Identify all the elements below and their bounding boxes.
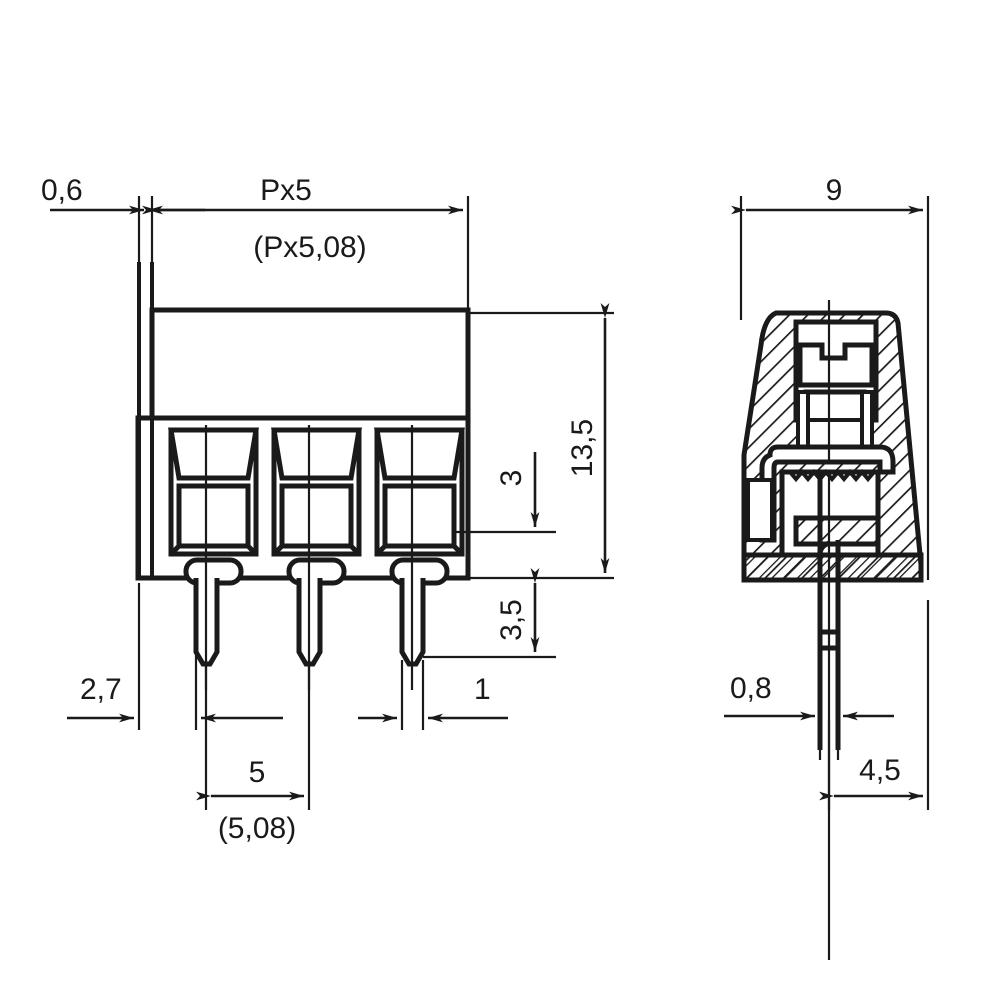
dim-label-0-6: 0,6 [41, 174, 83, 207]
pole-chamfer-bl-3 [375, 544, 387, 556]
section-base-plate [741, 552, 924, 583]
section-left-pocket [746, 478, 774, 542]
screw-thread-left [796, 390, 810, 452]
pole-chamfer-bl-2 [272, 544, 284, 556]
front-pole-1 [168, 425, 259, 690]
clamp-cage-3 [382, 483, 457, 549]
dim-label-2-7: 2,7 [80, 673, 122, 706]
pole-chamfer-br-2 [349, 544, 361, 556]
pole-outer-3 [374, 430, 465, 557]
dim-label-3-5: 3,5 [495, 599, 528, 641]
dim-label-0-8: 0,8 [730, 672, 772, 705]
pole-outer-2 [271, 430, 362, 557]
screw-head-with-slot [797, 342, 875, 388]
screw-thread-right [860, 390, 874, 452]
dim-label-px5-08: (Px5,08) [253, 231, 366, 264]
pole-chamfer-br-3 [452, 544, 464, 556]
clamp-cage-2 [279, 483, 354, 549]
dim-label-13-5: 13,5 [566, 419, 599, 477]
dim-label-px5: Px5 [260, 174, 312, 207]
dim-label-5-08: (5,08) [218, 812, 296, 845]
dim-label-5: 5 [249, 756, 266, 789]
front-upper-housing [149, 307, 471, 421]
dim-label-9: 9 [826, 174, 843, 207]
front-view-dimensions: 0,6 Px5 (Px5,08) 13,5 3 3,5 2,7 1 [41, 174, 614, 845]
clamp-yoke [759, 444, 896, 543]
dim-label-4-5: 4,5 [859, 754, 901, 787]
dim-label-1: 1 [474, 673, 491, 706]
wire-funnel-1 [168, 427, 259, 481]
dim-label-3: 3 [495, 470, 528, 487]
wire-funnel-3 [374, 427, 465, 481]
pole-outer-1 [168, 430, 259, 557]
pole-chamfer-br-1 [246, 544, 258, 556]
front-pole-2 [271, 425, 362, 690]
clamp-cage-1 [176, 483, 251, 549]
side-section-dimensions: 9 0,8 4,5 [724, 174, 930, 810]
wire-funnel-2 [271, 427, 362, 481]
pole-chamfer-bl-1 [169, 544, 181, 556]
front-view [135, 262, 471, 690]
front-pole-3 [374, 425, 465, 690]
clamp-serration [788, 468, 876, 483]
